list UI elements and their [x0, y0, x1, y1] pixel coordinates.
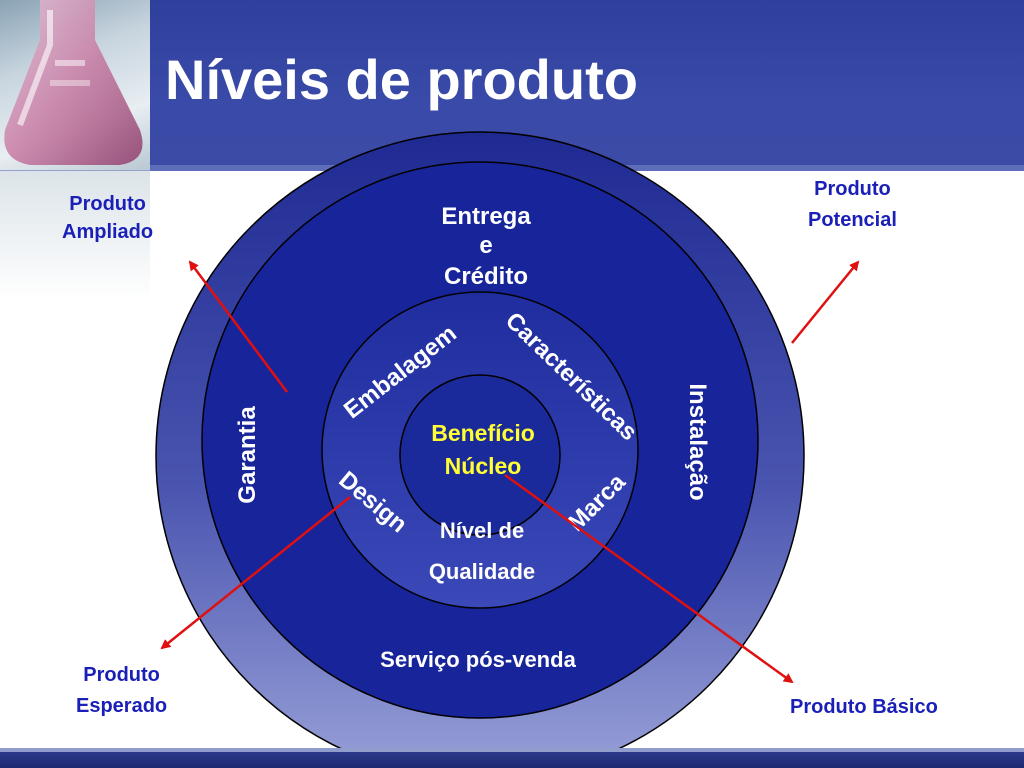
flask-icon [4, 0, 143, 165]
label-qualidade-line2: Qualidade [429, 559, 535, 584]
ring-nucleo [399, 374, 561, 536]
arrow-esperado [160, 496, 351, 650]
label-produto-ampliado: Produto Ampliado [62, 190, 153, 246]
label-produto-esperado-line2: Esperado [76, 695, 168, 717]
core-label-line1: Benefício [431, 420, 535, 446]
slide-title: Níveis de produto [165, 48, 638, 111]
label-qualidade-line1: Nível de [440, 518, 524, 543]
arrow-ampliado [188, 260, 289, 393]
label-produto-esperado: Produto Esperado [76, 660, 167, 722]
slide-footer [0, 752, 1024, 768]
core-label-line2: Núcleo [445, 453, 522, 479]
label-produto-potencial: Produto Potencial [808, 174, 897, 236]
label-entrega-line3: Crédito [444, 263, 528, 290]
label-entrega-line1: Entrega [441, 203, 531, 230]
label-instalacao: Instalação [684, 383, 711, 500]
label-produto-potencial-line1: Produto [814, 178, 891, 200]
footer-line [0, 748, 1024, 752]
arrow-basico [504, 473, 794, 684]
label-produto-ampliado-line1: Produto [69, 193, 146, 215]
label-entrega-line2: e [479, 232, 492, 259]
flask-reflection [0, 170, 150, 300]
label-produto-ampliado-line2: Ampliado [62, 221, 154, 243]
flask-image [0, 0, 150, 170]
label-produto-basico: Produto Básico [790, 696, 938, 718]
arrow-potencial [791, 260, 860, 344]
label-garantia: Garantia [234, 406, 261, 504]
label-produto-esperado-line1: Produto [83, 664, 160, 686]
label-produto-potencial-line2: Potencial [808, 209, 897, 231]
label-servico: Serviço pós-venda [380, 647, 576, 672]
